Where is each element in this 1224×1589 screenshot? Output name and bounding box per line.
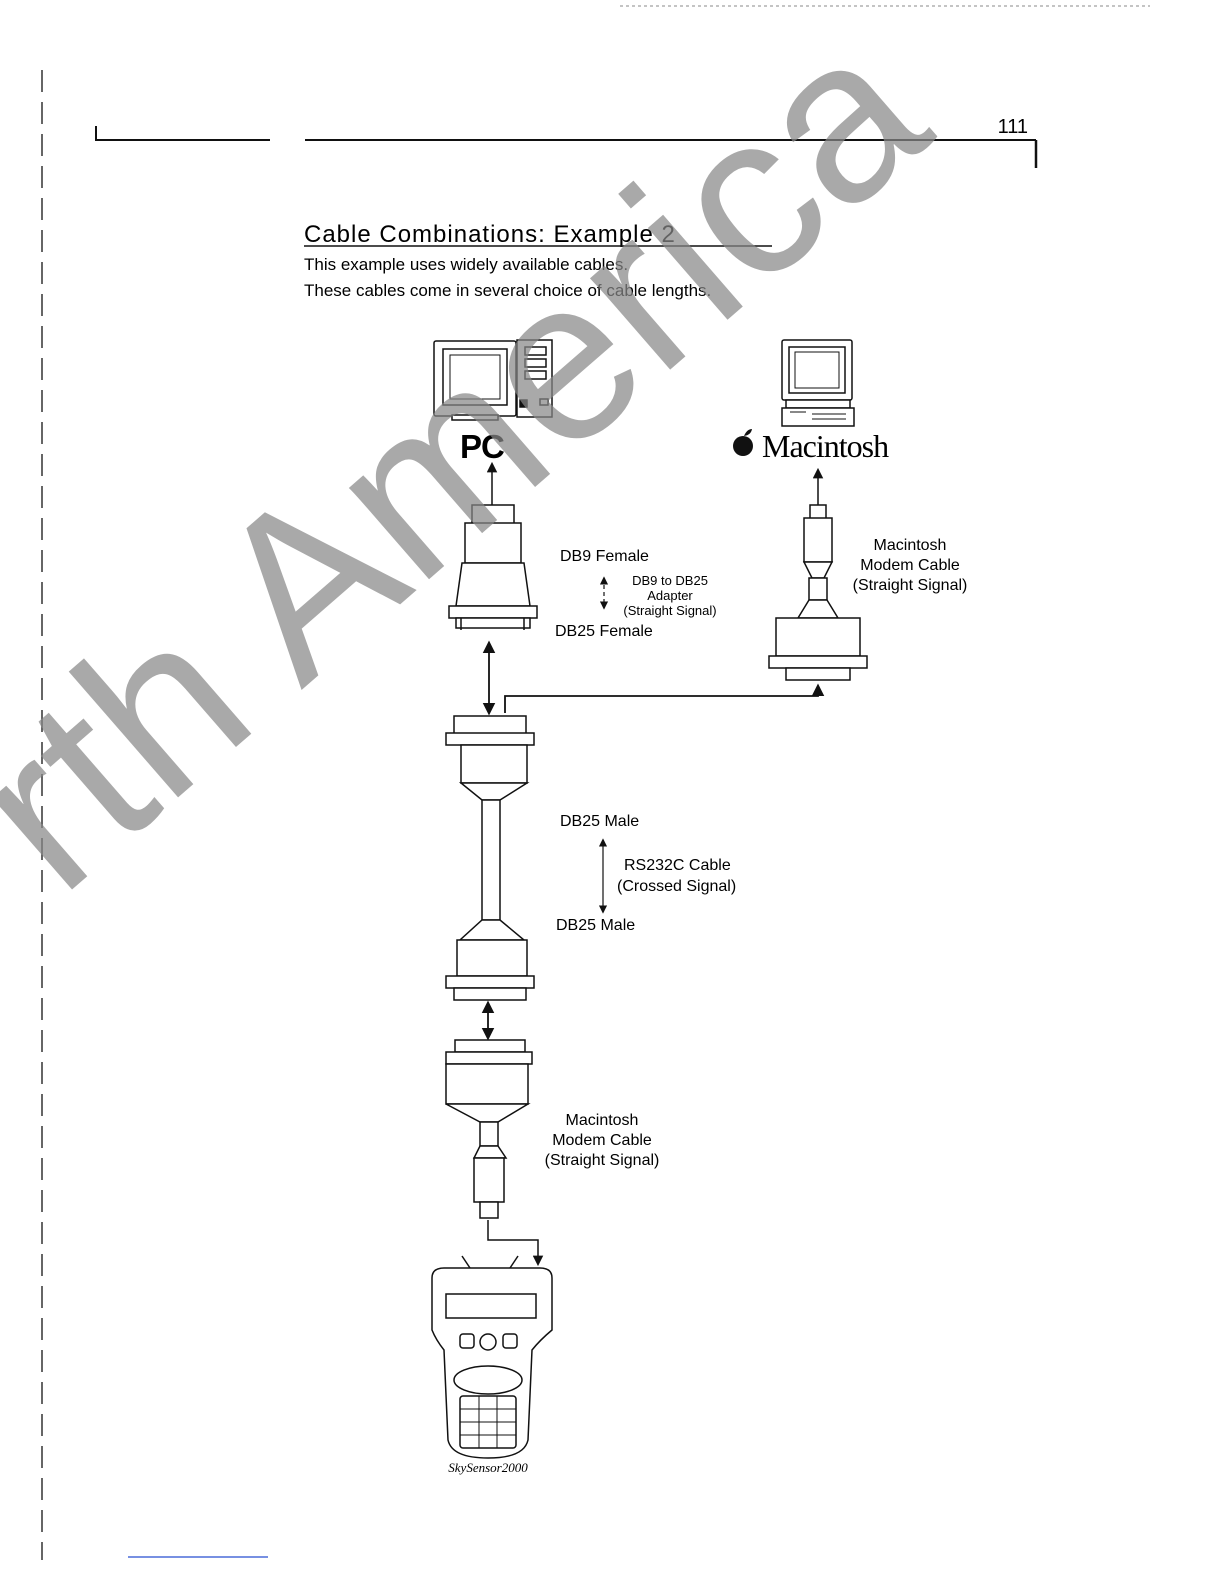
mac-cable-top-line-1: Macintosh bbox=[874, 537, 947, 554]
page-title: Cable Combinations: Example 2 bbox=[304, 221, 676, 248]
db9-db25-adapter bbox=[448, 504, 538, 630]
pc-computer-icon bbox=[433, 339, 553, 421]
apple-logo-icon bbox=[733, 429, 753, 456]
adapter-label-line-3: (Straight Signal) bbox=[623, 603, 716, 618]
mac-cable-bottom-line-3: (Straight Signal) bbox=[545, 1152, 660, 1169]
pc-label: PC bbox=[460, 428, 504, 465]
adapter-label-line-2: Adapter bbox=[647, 588, 693, 603]
db25-male-bottom-label: DB25 Male bbox=[556, 917, 635, 934]
rs232-label-line-2: (Crossed Signal) bbox=[617, 878, 736, 895]
rs232-label-line-1: RS232C Cable bbox=[624, 857, 731, 874]
macintosh-label: Macintosh bbox=[762, 428, 889, 464]
db9-female-label: DB9 Female bbox=[560, 548, 649, 565]
mac-cable-top-line-2: Modem Cable bbox=[860, 557, 960, 574]
cable-to-device-arrow bbox=[487, 1220, 544, 1267]
macintosh-computer-icon bbox=[781, 339, 855, 427]
mac-to-cable-line bbox=[504, 683, 825, 713]
mac-cable-bottom-line-1: Macintosh bbox=[566, 1112, 639, 1129]
mac-modem-cable-bottom bbox=[445, 1039, 533, 1219]
db25-female-label: DB25 Female bbox=[555, 623, 653, 640]
page-header: 111 bbox=[95, 116, 1038, 168]
mac-modem-cable-top bbox=[768, 504, 868, 681]
db25-male-top-label: DB25 Male bbox=[560, 813, 639, 830]
skysensor-handbox-icon bbox=[431, 1255, 553, 1459]
rs232c-cable bbox=[445, 715, 535, 1001]
page-number: 111 bbox=[998, 116, 1028, 138]
mac-cable-top-line-3: (Straight Signal) bbox=[853, 577, 968, 594]
mac-cable-bottom-line-2: Modem Cable bbox=[552, 1132, 652, 1149]
skysensor-logo-text: SkySensor2000 bbox=[448, 1460, 528, 1475]
adapter-label-line-1: DB9 to DB25 bbox=[632, 573, 708, 588]
intro-line-1: This example uses widely available cable… bbox=[304, 255, 628, 274]
intro-line-2: These cables come in several choice of c… bbox=[304, 281, 711, 300]
